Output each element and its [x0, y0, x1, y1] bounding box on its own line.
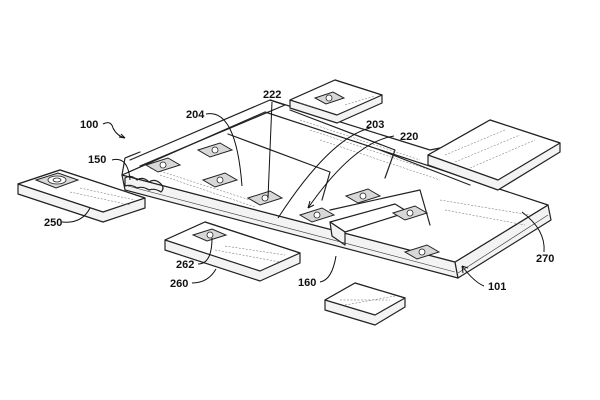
label-100: 100 — [80, 119, 98, 131]
connector-pad — [298, 207, 336, 223]
connector-pads — [144, 142, 441, 260]
leader-lines — [61, 101, 545, 287]
module-right-top — [427, 119, 561, 191]
module-top-center — [289, 79, 383, 124]
leader-160 — [319, 255, 337, 283]
leader-150 — [111, 158, 131, 181]
leader-203 — [277, 127, 371, 219]
label-203: 203 — [366, 119, 384, 131]
label-204: 204 — [186, 109, 205, 121]
leader-220 — [307, 135, 395, 209]
leader-260 — [191, 268, 217, 284]
connector-pad — [144, 157, 182, 173]
leader-262 — [197, 237, 213, 265]
module-260 — [164, 221, 301, 282]
arrow-101-icon — [461, 265, 469, 274]
leader-250 — [61, 207, 91, 223]
connector-pad — [246, 190, 284, 206]
arrow-100-icon — [118, 133, 126, 139]
leader-270 — [521, 211, 545, 253]
leader-222 — [267, 101, 273, 199]
reference-labels: 100 150 204 222 203 220 250 262 260 160 … — [44, 89, 554, 293]
label-160: 160 — [298, 277, 316, 289]
label-101: 101 — [488, 281, 506, 293]
label-150: 150 — [88, 154, 106, 166]
module-bottom-center — [324, 282, 406, 326]
label-250: 250 — [44, 217, 62, 229]
label-270: 270 — [536, 253, 554, 265]
arrow-220-icon — [307, 200, 315, 209]
connector-pad — [391, 205, 429, 221]
leader-100 — [102, 122, 126, 139]
edge-connector-shape — [124, 175, 164, 193]
connector-pad — [403, 244, 441, 260]
leader-101 — [461, 265, 485, 287]
camera-module — [17, 169, 146, 223]
label-262: 262 — [176, 259, 194, 271]
connector-pad — [344, 188, 382, 204]
label-220: 220 — [400, 131, 418, 143]
label-222: 222 — [263, 89, 281, 101]
connector-pad — [196, 142, 234, 158]
connector-pad — [201, 172, 239, 188]
label-260: 260 — [170, 278, 188, 290]
leader-204 — [205, 113, 243, 187]
